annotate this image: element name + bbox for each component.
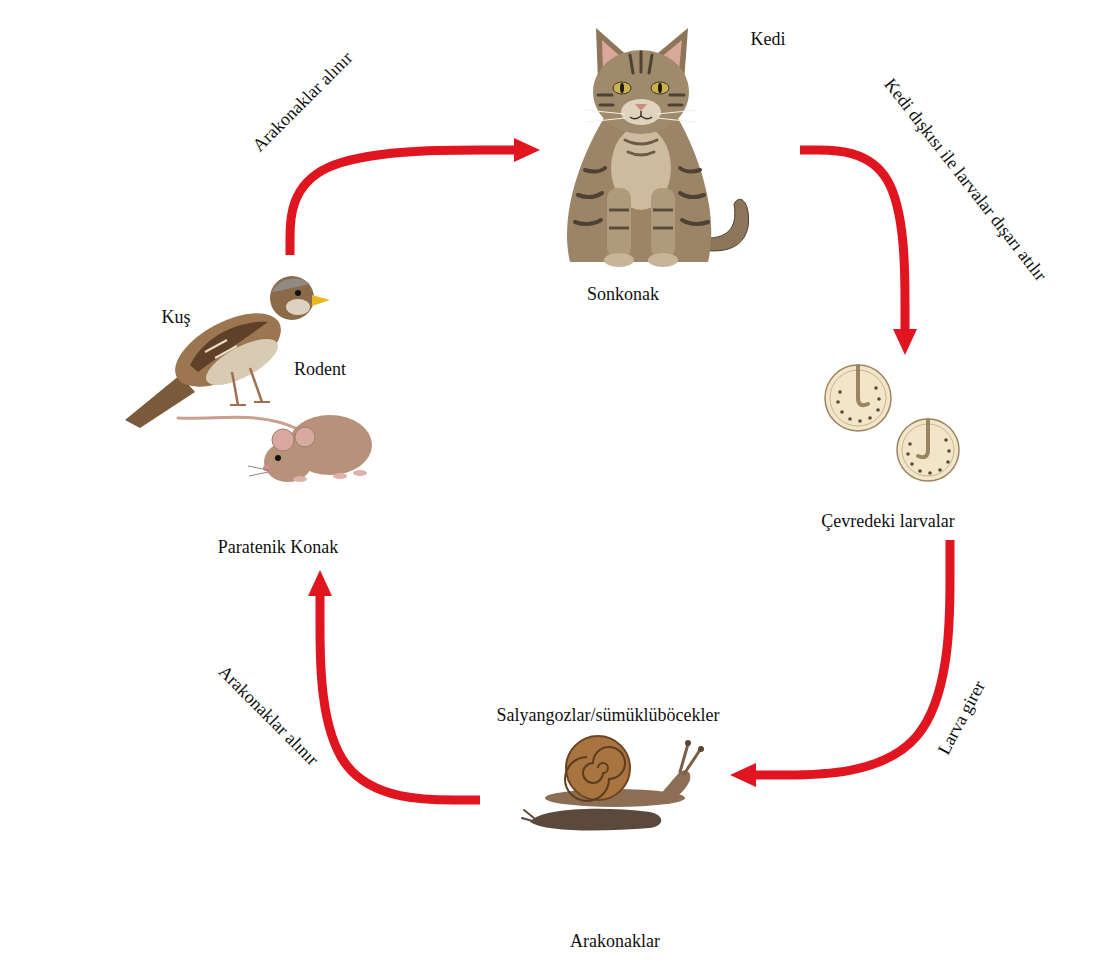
illustration-part [648, 253, 678, 267]
cat-illustration [567, 28, 749, 267]
cycle-arrow [752, 540, 950, 775]
illustration-part [874, 386, 878, 390]
illustration-part [928, 471, 932, 475]
arrow-label: Arakonaklar alınır [247, 46, 359, 158]
illustration-part [263, 465, 269, 471]
illustration-part [918, 469, 922, 473]
illustration-part [598, 52, 684, 105]
illustration-part [947, 449, 951, 453]
illustration-part [620, 83, 624, 93]
host-group: KuşRodentParatenik Konak [100, 255, 380, 570]
illustration-part [607, 188, 631, 258]
illustration-part [651, 82, 669, 94]
host-name: Salyangozlar/sümüklüböcekler [497, 705, 720, 727]
illustration-part [658, 83, 662, 93]
illustration-part [604, 253, 634, 267]
illustration-part [908, 442, 912, 446]
illustration-part [897, 419, 959, 481]
arrow-label: Larva girer [933, 676, 992, 761]
illustration-part [868, 416, 872, 420]
illustration-part [593, 50, 689, 134]
illustration-part [906, 438, 951, 475]
illustration-part [232, 368, 262, 405]
illustration-part [836, 386, 881, 423]
illustration-part [178, 417, 300, 430]
illustration-part [944, 438, 948, 442]
illustration-part [609, 210, 673, 228]
illustration-part [565, 747, 625, 801]
illustration-part [295, 290, 301, 296]
illustration-part [655, 770, 690, 804]
host-name: Kuş [161, 307, 190, 329]
cycle-arrow [290, 150, 518, 255]
cycle-arrow [320, 592, 480, 800]
cycle-arrow [800, 150, 905, 333]
illustration-part [840, 410, 844, 414]
illustration-part [275, 455, 281, 461]
illustration-part [858, 366, 868, 405]
host-name: Kedi [751, 29, 786, 51]
host-role: Sonkonak [587, 284, 659, 306]
snail-slug-illustration [522, 736, 704, 830]
illustration-part [272, 278, 310, 292]
illustration-part [567, 118, 711, 262]
illustration-part [651, 188, 675, 258]
illustration-part [680, 744, 700, 774]
host-role: Arakonaklar [570, 931, 660, 953]
illustration-part [635, 104, 647, 111]
illustration-part [825, 365, 891, 431]
illustration-part [877, 397, 881, 401]
stage-label: Çevredeki larvalar [821, 511, 954, 533]
sparrow-illustration [125, 276, 330, 428]
illustration-part [205, 340, 237, 358]
stage-group: Çevredeki larvalar [810, 355, 970, 540]
host-role: Paratenik Konak [218, 537, 338, 559]
illustration-part [522, 810, 536, 822]
illustration-part [836, 400, 840, 404]
illustration-part [698, 746, 704, 752]
illustration-part [621, 99, 661, 125]
arrow-label: Kedi dışkısı ile larvalar dışarı atılır [878, 73, 1052, 288]
illustration-part [906, 452, 910, 456]
illustration-part [575, 168, 708, 224]
illustration-part [876, 408, 880, 412]
illustration-part [848, 417, 852, 421]
host-group: KediSonkonak [540, 10, 800, 310]
illustration-part [293, 476, 307, 482]
illustration-part [353, 470, 367, 476]
arrow-label: Arakonaklar alınır [212, 660, 324, 772]
illustration-part [918, 420, 928, 457]
illustration-part [286, 299, 310, 315]
illustration-part [248, 466, 268, 476]
illustration-part [270, 276, 314, 320]
illustration-part [295, 427, 315, 447]
mouse-illustration [178, 415, 372, 482]
illustration-part [190, 322, 268, 372]
host-name: Rodent [294, 359, 346, 381]
illustration-part [625, 140, 657, 155]
host-group: Salyangozlar/sümüklüböceklerArakonaklar [480, 700, 730, 960]
illustration-part [946, 460, 950, 464]
illustration-part [585, 110, 697, 122]
illustration-part [910, 462, 914, 466]
illustration-part [858, 419, 862, 423]
illustration-part [630, 111, 652, 119]
illustration-part [566, 736, 630, 800]
illustration-part [530, 809, 661, 831]
larva-illustration [825, 365, 959, 481]
illustration-part [685, 740, 691, 746]
illustration-part [312, 295, 330, 306]
illustration-part [613, 82, 631, 94]
illustration-part [272, 429, 294, 451]
illustration-part [333, 473, 347, 479]
illustration-part [838, 390, 842, 394]
illustration-part [230, 402, 270, 405]
illustration-part [938, 468, 942, 472]
